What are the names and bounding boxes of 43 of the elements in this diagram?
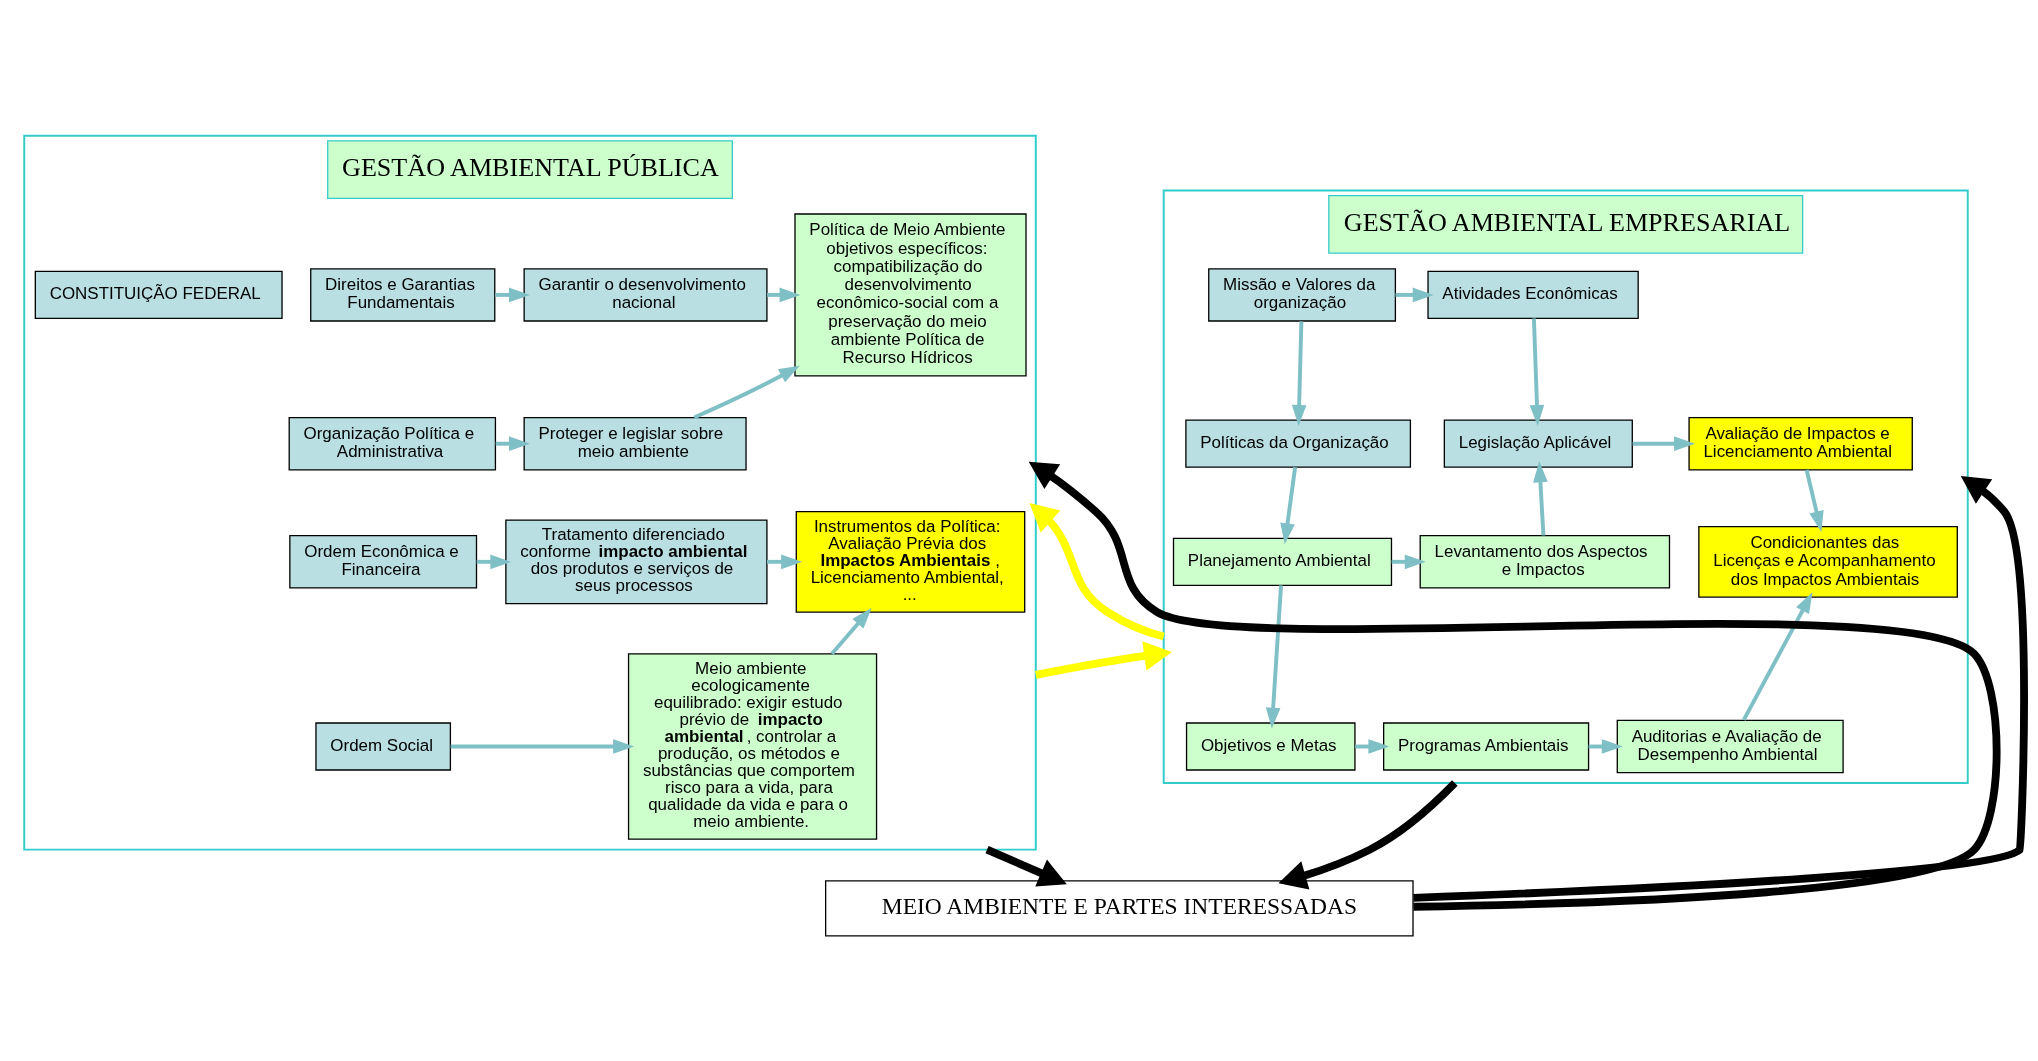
node-box: Políticas da Organização — [1185, 419, 1412, 468]
node-box: Política de Meio Ambiente objetivos específicos: compatibilização do desenvolvimento econômico-social com a preservação do meio ambiente Política de Recurso Hídricos — [794, 213, 1027, 377]
arrow — [1529, 318, 1545, 426]
arrow — [1028, 461, 2001, 911]
node-box: Organização Política e Administrativa — [288, 416, 497, 471]
node-box: Auditorias e Avaliação de Desempenho Ambiental — [1616, 719, 1844, 774]
arrow — [1280, 467, 1298, 545]
arrow — [450, 739, 635, 754]
node-box: Missão e Valores da organização — [1208, 268, 1397, 322]
node-box: Ordem Econômica e Financeira — [289, 535, 478, 589]
arrow — [1742, 592, 1813, 721]
arrow — [1804, 469, 1824, 533]
arrow — [1029, 503, 1165, 641]
node-box: Ordem Social — [315, 722, 452, 771]
node-box: Planejamento Ambiental — [1172, 537, 1393, 586]
node-box: CONSTITUIÇÃO FEDERAL — [34, 270, 283, 320]
arrow — [495, 287, 530, 303]
arrow — [985, 846, 1067, 887]
arrow — [830, 607, 872, 656]
arrow — [693, 365, 800, 420]
arrow — [767, 554, 803, 570]
arrow — [767, 287, 801, 303]
arrow — [1278, 780, 1458, 890]
node-box: Instrumentos da Política: Avaliação Prévia dos Impactos Ambientais, Licenciamento Ambiental, ... — [795, 510, 1026, 613]
node-box: Proteger e legislar sobre meio ambiente — [523, 416, 747, 471]
arrow — [1265, 585, 1283, 729]
node-box: Condicionantes das Licenças e Acompanhamento dos Impactos Ambientais — [1698, 525, 1958, 598]
node-box: Programas Ambientais — [1383, 722, 1590, 771]
node-box: Atividades Econômicas — [1427, 270, 1639, 320]
arrow — [1632, 436, 1695, 452]
node-box: Direitos e Garantias Fundamentais — [310, 268, 496, 322]
arrow — [1413, 475, 2028, 902]
arrow — [1291, 321, 1307, 426]
node-box: Levantamento dos Aspectos e Impactos — [1419, 535, 1671, 589]
node-box: Objetivos e Metas — [1185, 722, 1356, 771]
arrow — [1395, 287, 1434, 303]
node-box: Avaliação de Impactos e Licenciamento Ambiental — [1688, 416, 1913, 471]
arrow — [1533, 461, 1548, 536]
node-box: Legislação Aplicável — [1443, 419, 1633, 468]
node-box: MEIO AMBIENTE E PARTES INTERESSADAS — [825, 880, 1414, 937]
node-box: Garantir o desenvolvimento nacional — [523, 268, 768, 322]
node-box: Tratamento diferenciado conforme impacto ambiental dos produtos e serviços de seus processos — [505, 519, 768, 605]
node-box: Meio ambiente ecologicamente equilibrado: exigir estudo prévio de impacto ambiental, controlar a produção, os métodos e substâncias que comportem risco para a vida, para qualidade da vida e para o meio ambiente. — [627, 653, 878, 840]
